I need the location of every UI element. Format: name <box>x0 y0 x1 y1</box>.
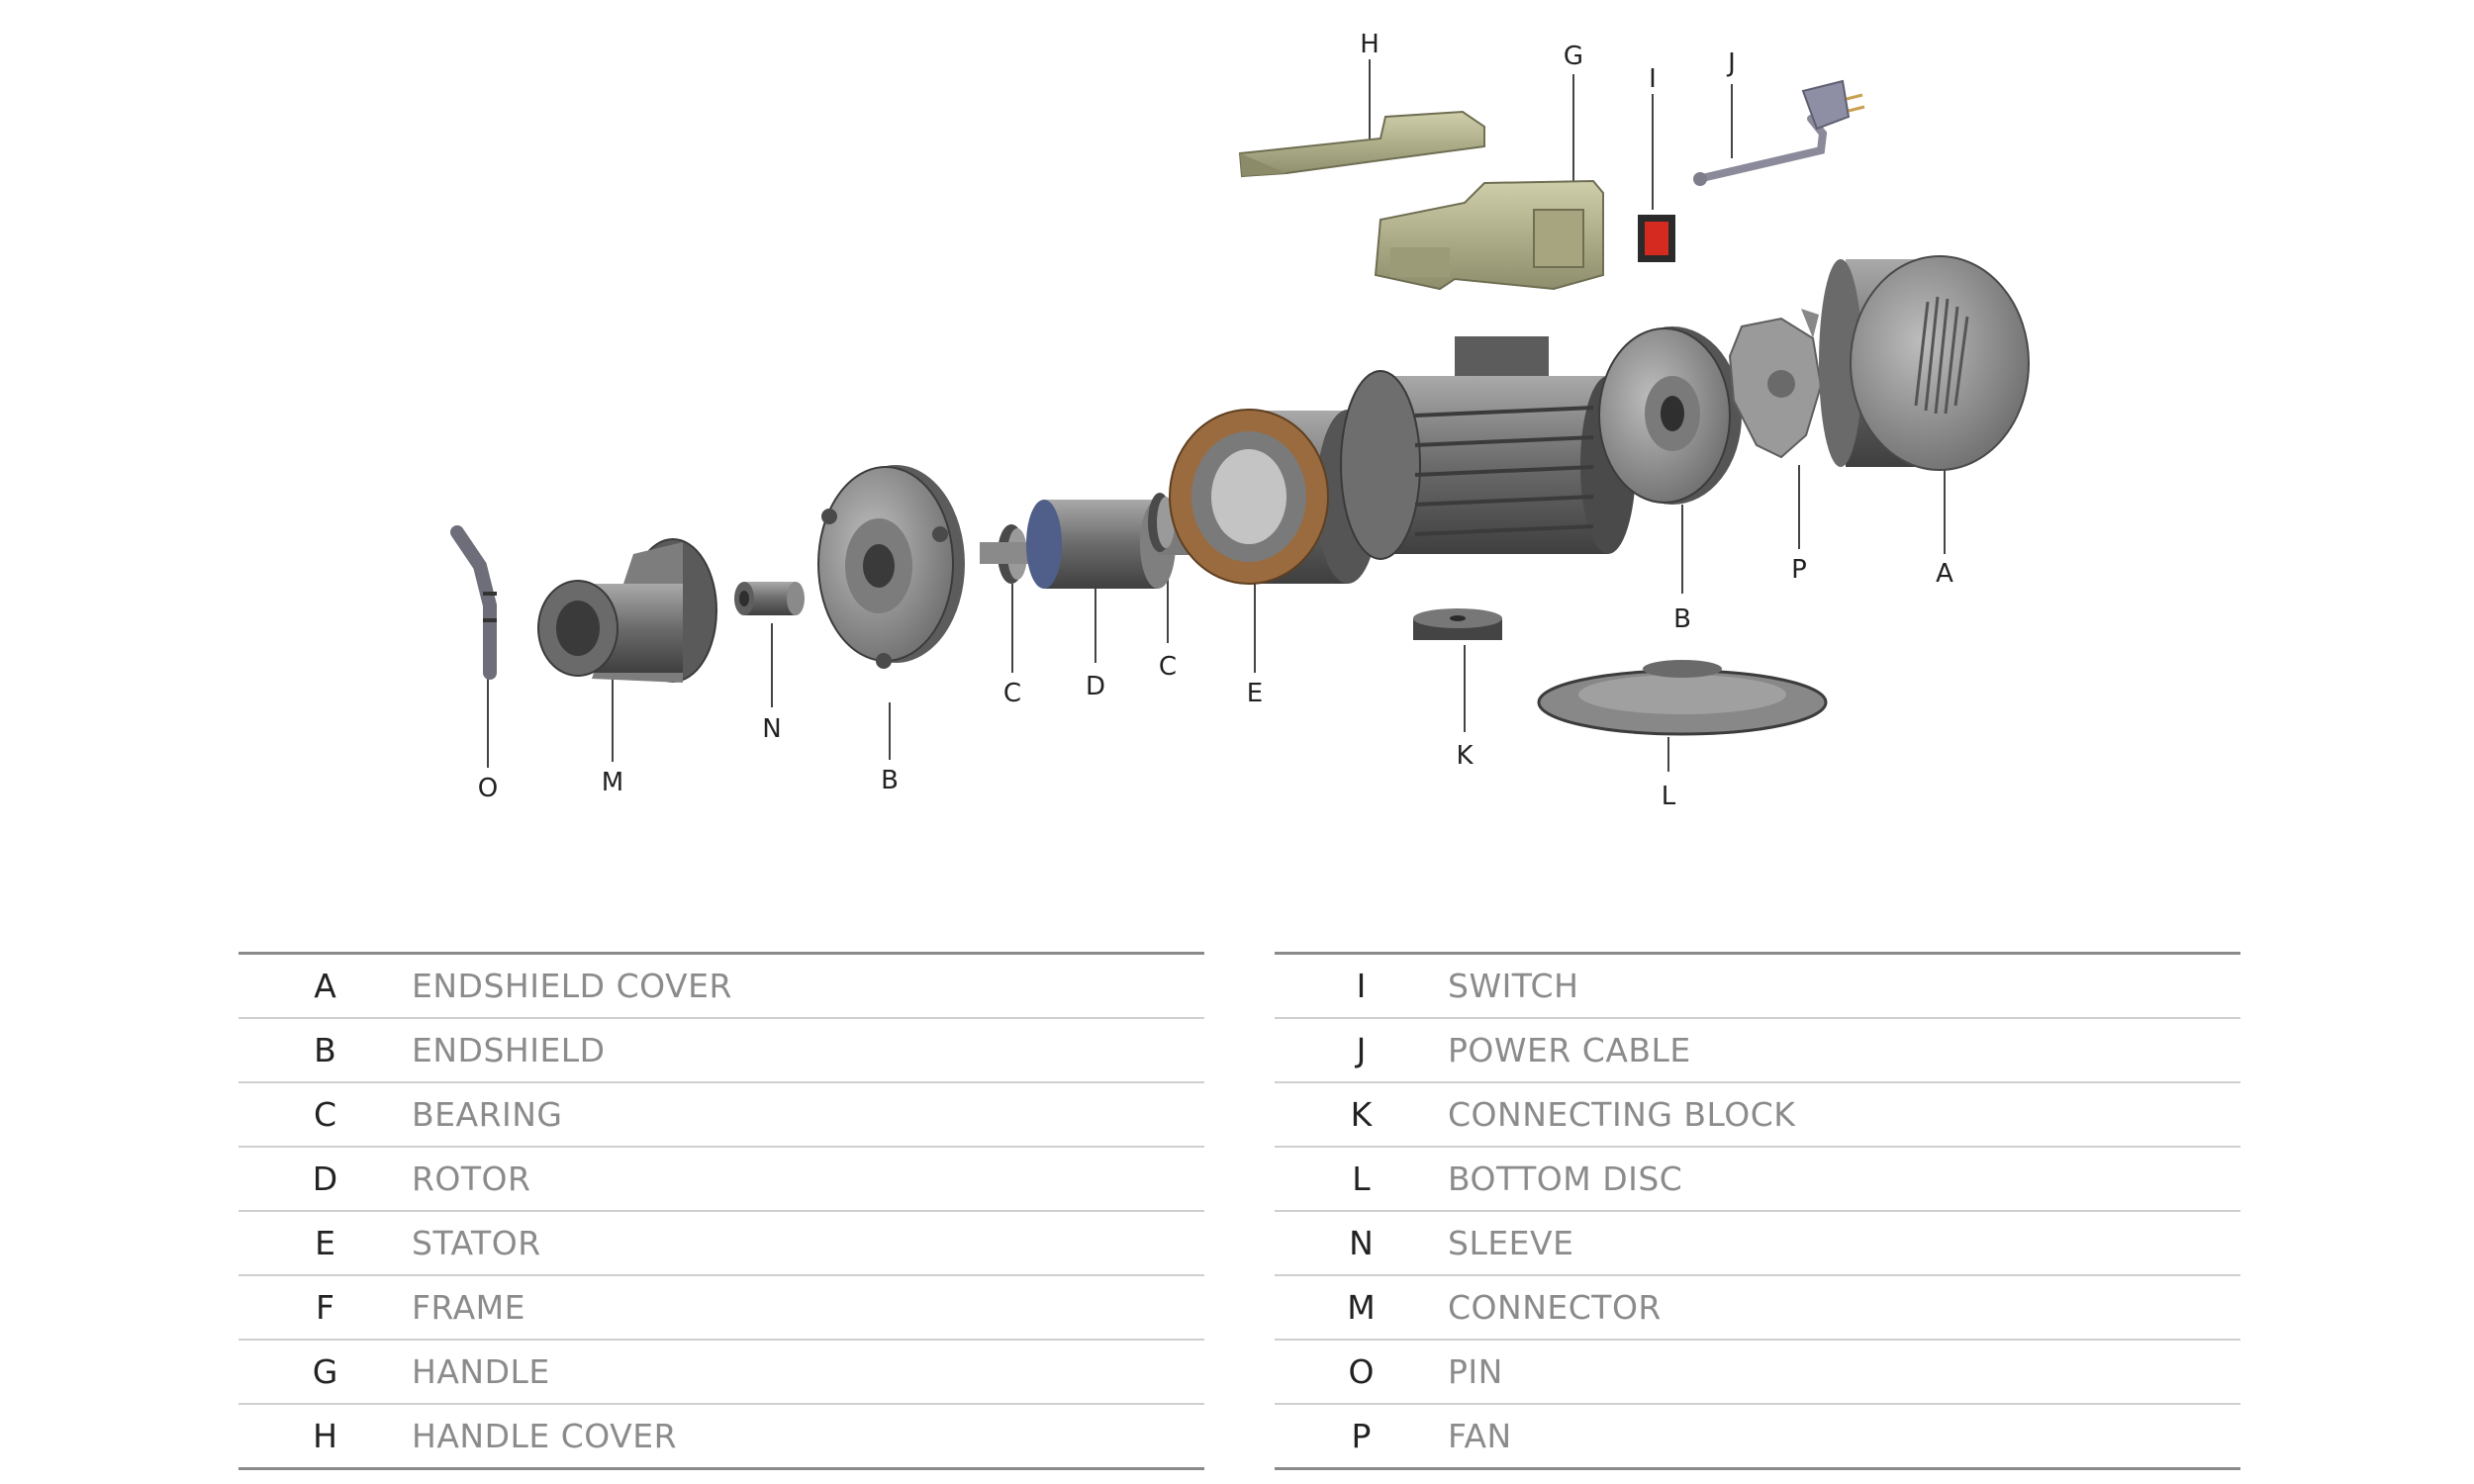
legend-row: I SWITCH <box>1275 955 2240 1019</box>
legend-name: STATOR <box>412 1224 541 1262</box>
legend-row: A ENDSHIELD COVER <box>238 955 1204 1019</box>
legend-row: L BOTTOM DISC <box>1275 1148 2240 1212</box>
legend-row: P FAN <box>1275 1405 2240 1470</box>
bottom-disc-part <box>1537 660 1828 736</box>
legend-row: J POWER CABLE <box>1275 1019 2240 1083</box>
legend-letter: P <box>1351 1417 1372 1455</box>
callout-e: E <box>1247 679 1263 708</box>
legend-name: ENDSHIELD <box>412 1031 606 1069</box>
connector-part <box>537 538 717 683</box>
legend-name: ENDSHIELD COVER <box>412 967 732 1005</box>
legend-letter: I <box>1356 967 1367 1005</box>
legend-letter: A <box>314 967 336 1005</box>
legend-letter: G <box>312 1352 338 1391</box>
legend-name: BEARING <box>412 1095 563 1134</box>
legend-letter: K <box>1350 1095 1373 1134</box>
legend-name: FRAME <box>412 1288 525 1327</box>
callout-a: A <box>1936 559 1953 589</box>
legend-row: O PIN <box>1275 1341 2240 1405</box>
legend-name: HANDLE <box>412 1352 550 1391</box>
sleeve-part <box>734 582 805 615</box>
legend-letter: B <box>314 1031 336 1069</box>
endshield-right-part <box>1598 326 1742 505</box>
endshield-left-part <box>817 465 965 669</box>
legend-name: ROTOR <box>412 1159 531 1198</box>
handle-part <box>1374 179 1604 291</box>
legend-letter: D <box>312 1159 338 1198</box>
legend-row: H HANDLE COVER <box>238 1405 1204 1470</box>
fan-part <box>1728 309 1823 459</box>
legend-name: CONNECTOR <box>1448 1288 1662 1327</box>
legend-table-left: A ENDSHIELD COVER B ENDSHIELD C BEARING … <box>238 952 1204 1470</box>
legend-row: F FRAME <box>238 1276 1204 1341</box>
legend-row: K CONNECTING BLOCK <box>1275 1083 2240 1148</box>
legend-name: BOTTOM DISC <box>1448 1159 1683 1198</box>
callout-c-right: C <box>1159 652 1177 682</box>
legend-letter: H <box>313 1417 337 1455</box>
callout-b-right: B <box>1673 604 1691 634</box>
legend-name: SLEEVE <box>1448 1224 1574 1262</box>
endshield-cover-part <box>1819 255 2030 471</box>
legend-row: C BEARING <box>238 1083 1204 1148</box>
legend-row: M CONNECTOR <box>1275 1276 2240 1341</box>
callout-j: J <box>1726 48 1736 78</box>
legend-row: G HANDLE <box>238 1341 1204 1405</box>
legend-letter: M <box>1347 1288 1376 1327</box>
legend-letter: N <box>1349 1224 1374 1262</box>
frame-part <box>1340 336 1636 560</box>
legend-letter: C <box>313 1095 337 1134</box>
stator-part <box>1169 409 1380 585</box>
legend-name: POWER CABLE <box>1448 1031 1691 1069</box>
legend-letter: E <box>315 1224 335 1262</box>
connecting-block-part <box>1413 608 1502 640</box>
legend-letter: L <box>1352 1159 1371 1198</box>
callout-m: M <box>602 768 623 797</box>
legend-name: PIN <box>1448 1352 1503 1391</box>
legend-table-right: I SWITCH J POWER CABLE K CONNECTING BLOC… <box>1275 952 2240 1470</box>
callout-p: P <box>1791 555 1807 585</box>
legend-name: HANDLE COVER <box>412 1417 678 1455</box>
callout-c-left: C <box>1003 679 1021 708</box>
legend-row: E STATOR <box>238 1212 1204 1276</box>
callout-h: H <box>1360 30 1380 59</box>
callout-o: O <box>478 774 498 803</box>
callout-i: I <box>1649 64 1657 94</box>
callout-labels: H G I J O M N B C D C E B P A K L <box>478 30 1953 811</box>
power-cable-part <box>1693 79 1865 186</box>
callout-l: L <box>1662 782 1676 811</box>
legend-row: D ROTOR <box>238 1148 1204 1212</box>
callout-d: D <box>1086 672 1105 701</box>
legend-name: SWITCH <box>1448 967 1579 1005</box>
handle-cover-part <box>1238 110 1485 178</box>
exploded-motor-diagram: H G I J O M N B C D C E B P A K L <box>450 30 2030 811</box>
legend-letter: J <box>1356 1031 1367 1069</box>
legend-letter: O <box>1348 1352 1375 1391</box>
legend-row: B ENDSHIELD <box>238 1019 1204 1083</box>
switch-part <box>1638 215 1675 262</box>
callout-k: K <box>1456 741 1474 771</box>
callout-g: G <box>1564 42 1583 71</box>
callout-n: N <box>762 714 781 744</box>
pin-part <box>450 525 497 680</box>
legend-letter: F <box>316 1288 334 1327</box>
legend-row: N SLEEVE <box>1275 1212 2240 1276</box>
legend-name: CONNECTING BLOCK <box>1448 1095 1796 1134</box>
legend-name: FAN <box>1448 1417 1512 1455</box>
callout-b-left: B <box>881 766 899 795</box>
